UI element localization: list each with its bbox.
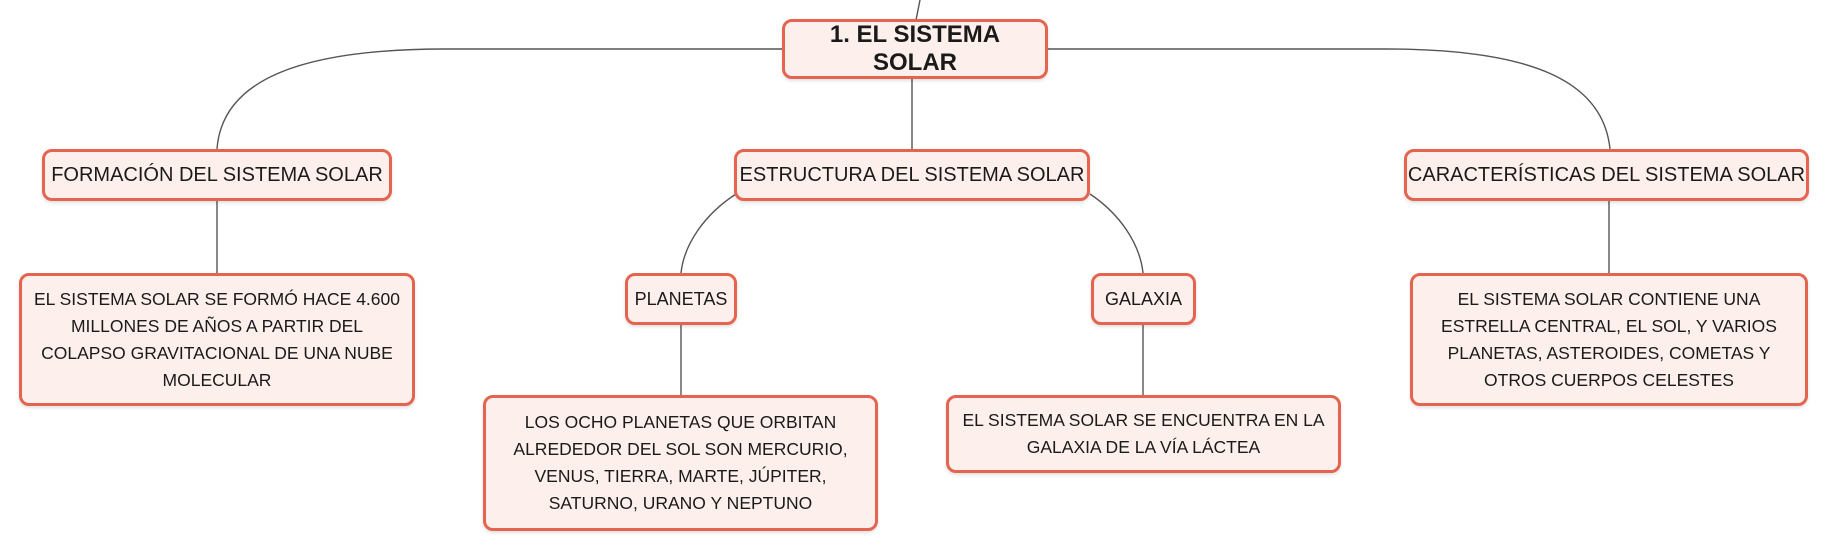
sub-node-label: PLANETAS (634, 288, 728, 309)
detail-node-caracteristicas[interactable]: EL SISTEMA SOLAR CONTIENE UNA ESTRELLA C… (1410, 273, 1808, 406)
branch-node-label: CARACTERÍSTICAS DEL SISTEMA SOLAR (1407, 163, 1806, 186)
detail-node-text: EL SISTEMA SOLAR SE ENCUENTRA EN LA GALA… (962, 410, 1325, 457)
detail-node-text: EL SISTEMA SOLAR CONTIENE UNA ESTRELLA C… (1441, 288, 1777, 390)
detail-node-text: EL SISTEMA SOLAR SE FORMÓ HACE 4.600 MIL… (34, 288, 400, 390)
sub-node-planetas[interactable]: PLANETAS (625, 273, 737, 325)
connector-root-caracteristicas (1048, 48, 1611, 150)
connector-to-parent (915, 0, 921, 21)
root-node[interactable]: 1. EL SISTEMA SOLAR (782, 19, 1048, 79)
branch-node-formacion[interactable]: FORMACIÓN DEL SISTEMA SOLAR (42, 149, 392, 201)
detail-node-galaxia[interactable]: EL SISTEMA SOLAR SE ENCUENTRA EN LA GALA… (946, 395, 1341, 473)
sub-node-label: GALAXIA (1104, 288, 1183, 309)
connector-root-formacion (216, 48, 782, 150)
branch-node-caracteristicas[interactable]: CARACTERÍSTICAS DEL SISTEMA SOLAR (1404, 149, 1809, 201)
branch-node-label: FORMACIÓN DEL SISTEMA SOLAR (51, 163, 383, 186)
root-node-label: 1. EL SISTEMA SOLAR (829, 21, 1001, 76)
sub-node-galaxia[interactable]: GALAXIA (1091, 273, 1196, 325)
connector-estructura-galaxia (1089, 193, 1144, 274)
detail-node-text: LOS OCHO PLANETAS QUE ORBITAN ALREDEDOR … (513, 412, 848, 513)
connector-estructura-planetas (680, 193, 737, 274)
branch-node-label: ESTRUCTURA DEL SISTEMA SOLAR (739, 163, 1085, 186)
detail-node-planetas[interactable]: LOS OCHO PLANETAS QUE ORBITAN ALREDEDOR … (483, 395, 878, 531)
branch-node-estructura[interactable]: ESTRUCTURA DEL SISTEMA SOLAR (734, 149, 1090, 201)
detail-node-formacion[interactable]: EL SISTEMA SOLAR SE FORMÓ HACE 4.600 MIL… (19, 273, 415, 406)
